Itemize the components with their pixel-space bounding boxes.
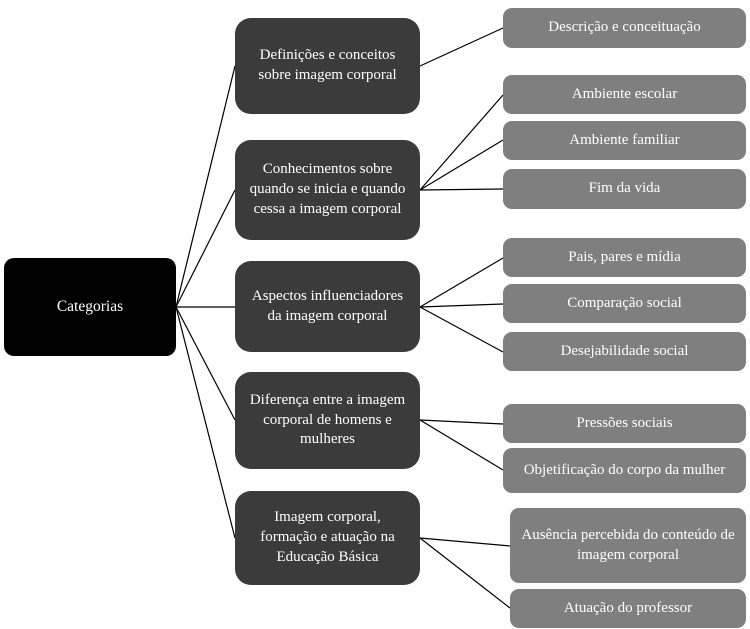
connector xyxy=(419,537,511,547)
connector xyxy=(419,257,504,308)
connector xyxy=(419,94,504,191)
connector xyxy=(175,189,236,308)
category-node-diferenca: Diferença entre a imagem corporal de hom… xyxy=(235,372,420,469)
subcategory-node-desejabilidade-social: Desejabilidade social xyxy=(503,332,746,371)
subcategory-node-atuacao-professor: Atuação do professor xyxy=(510,589,746,628)
subcategory-node-pressoes-sociais: Pressões sociais xyxy=(503,404,746,443)
connector xyxy=(175,306,236,539)
subcategory-node-pais-pares-midia: Pais, pares e mídia xyxy=(503,238,746,277)
connector xyxy=(419,306,504,353)
connector xyxy=(419,188,504,191)
category-node-conhecimentos: Conhecimentos sobre quando se inicia e q… xyxy=(235,140,420,240)
subcategory-node-ambiente-escolar: Ambiente escolar xyxy=(503,75,746,114)
connector xyxy=(419,139,504,191)
subcategory-node-ausencia-percebida: Ausência percebida do conteúdo de imagem… xyxy=(510,508,746,583)
category-node-imagem-corporal-formacao: Imagem corporal, formação e atuação na E… xyxy=(235,491,420,585)
connector xyxy=(419,303,504,308)
subcategory-node-descricao-conceituacao: Descrição e conceituação xyxy=(503,8,746,48)
subcategory-node-comparacao-social: Comparação social xyxy=(503,284,746,323)
connector xyxy=(419,419,504,471)
connector xyxy=(419,27,504,67)
root-node-categorias: Categorias xyxy=(4,258,176,356)
connector xyxy=(419,537,511,609)
category-node-aspectos: Aspectos influenciadores da imagem corpo… xyxy=(235,261,420,352)
subcategory-node-fim-da-vida: Fim da vida xyxy=(503,169,746,209)
connector xyxy=(175,306,236,421)
connector xyxy=(175,65,236,308)
subcategory-node-ambiente-familiar: Ambiente familiar xyxy=(503,121,746,160)
category-node-definicoes: Definições e conceitos sobre imagem corp… xyxy=(235,18,420,114)
subcategory-node-objetificacao-corpo-mulher: Objetificação do corpo da mulher xyxy=(503,448,746,493)
connector xyxy=(419,419,504,425)
